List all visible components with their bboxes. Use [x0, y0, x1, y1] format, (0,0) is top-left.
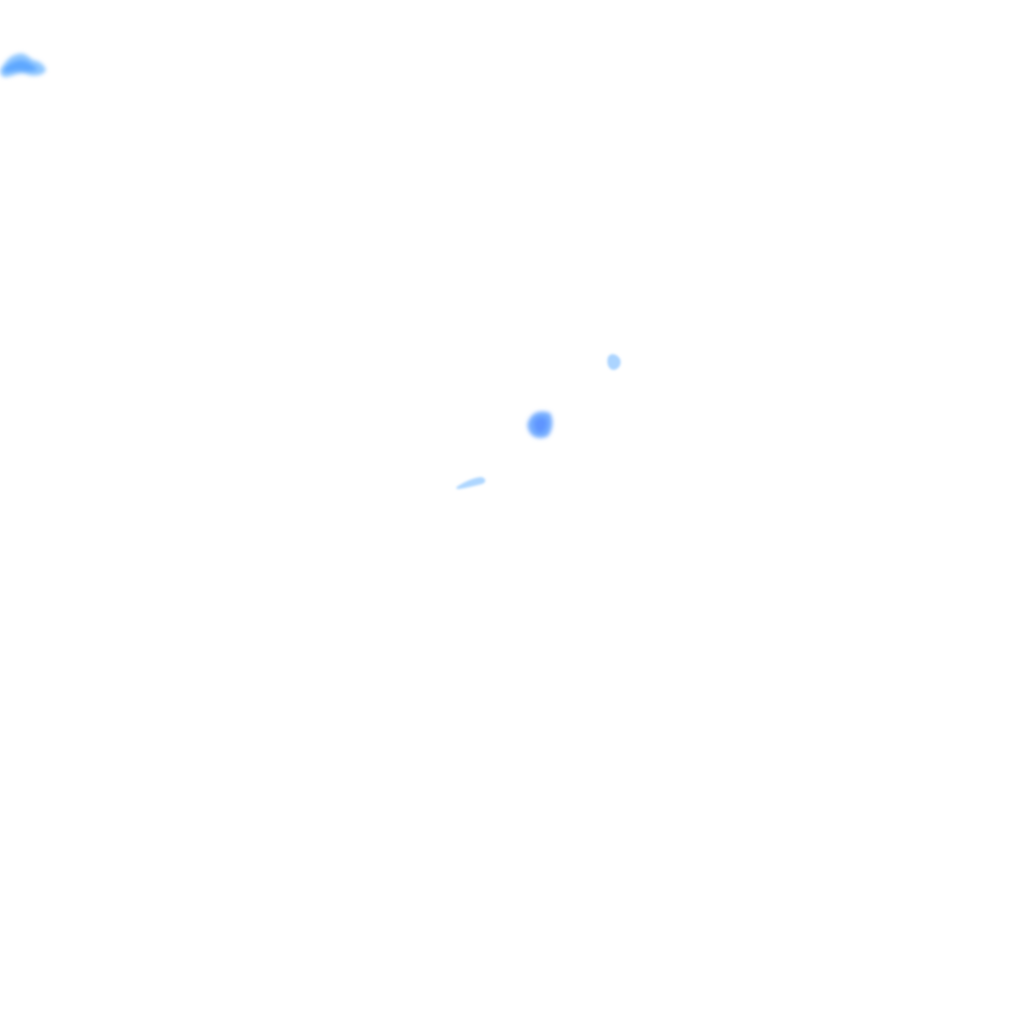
island-fragment-center	[527, 411, 553, 439]
island-fragment-northeast	[607, 354, 621, 370]
coastline-fragment-top-left	[0, 53, 46, 78]
coastline-streak-southwest	[456, 477, 486, 489]
